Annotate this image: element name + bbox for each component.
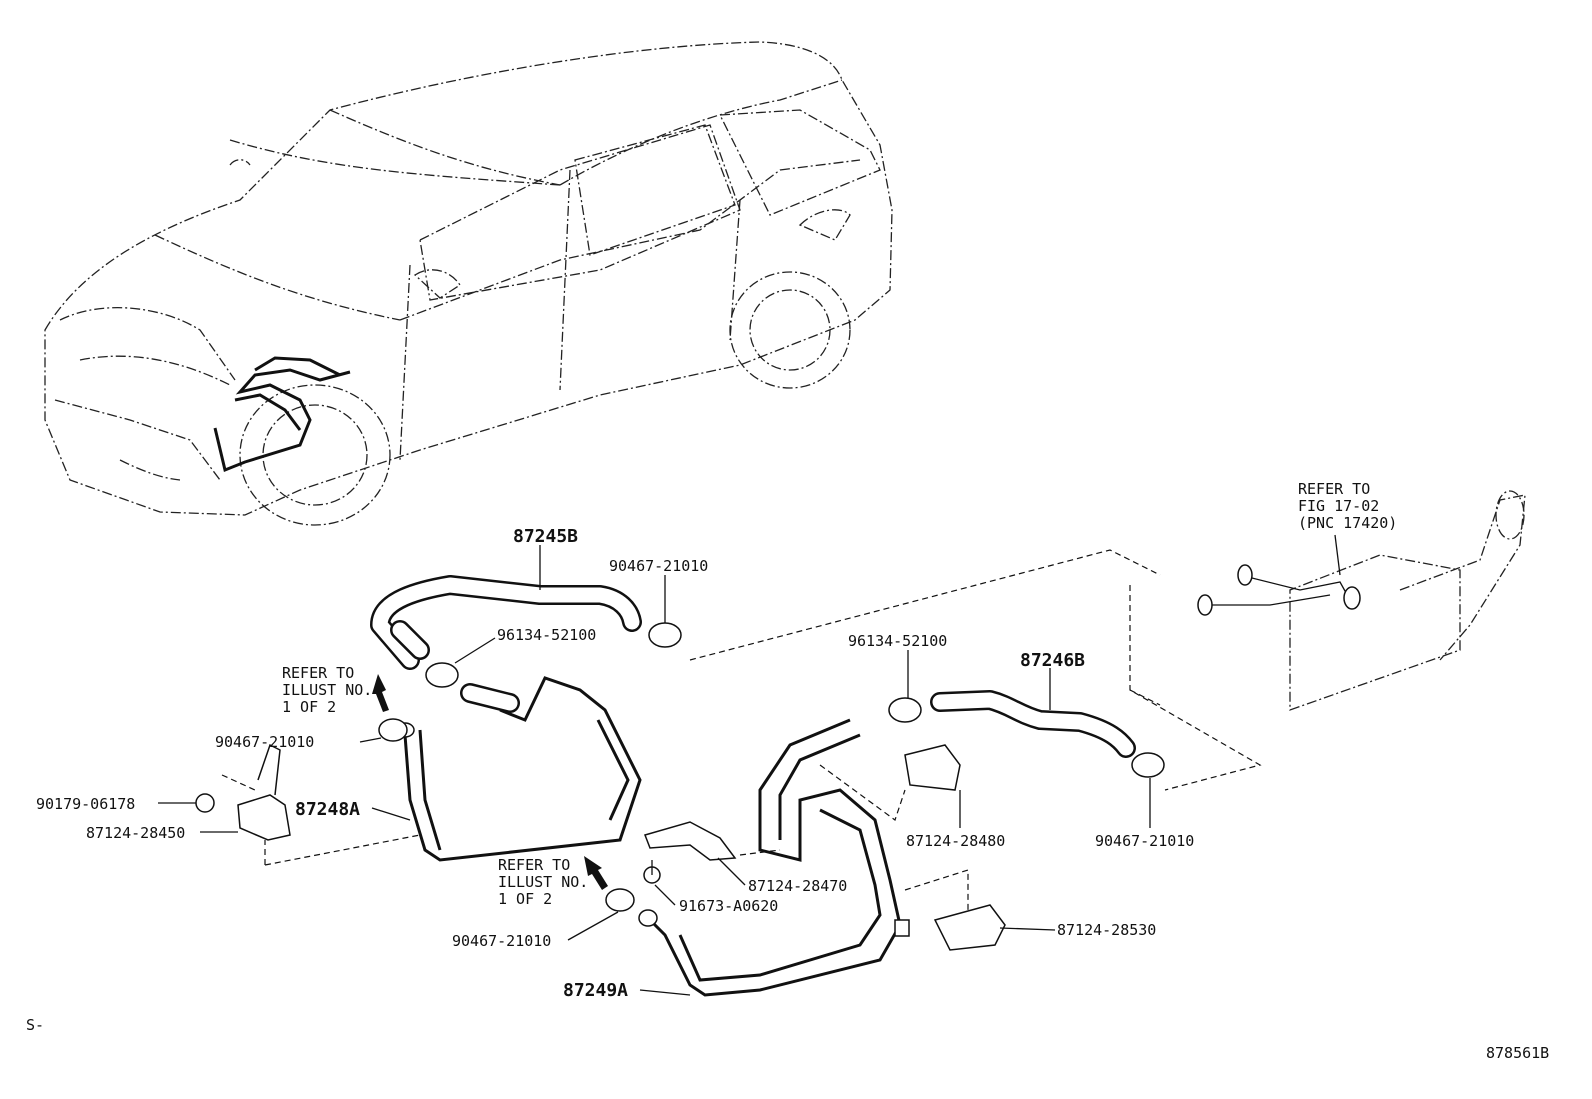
part-label-87246B: 87246B [1020,650,1085,671]
refer-note-bottom-line-1: REFER TO [498,856,570,874]
part-label-grommet: 90179-06178 [36,795,135,813]
clamp-icon-bottom [605,888,635,912]
hose-87245B-shape [370,575,642,670]
arrow-up-icon-left [372,674,389,712]
bracket-28450-arm-icon [257,743,281,796]
grommet-icon [195,793,215,813]
bracket-28470-icon [644,821,737,861]
part-label-clamp-28470: 87124-28470 [748,877,847,895]
refer-note-bottom-line-2: ILLUST NO. [498,873,588,891]
vehicle-outline [44,41,893,526]
refer-note-bottom: REFER TO ILLUST NO. 1 OF 2 [498,856,588,908]
part-label-87245B: 87245B [513,526,578,547]
part-label-87248A: 87248A [295,799,360,820]
part-label-bolt: 91673-A0620 [679,897,778,915]
refer-arrows [372,674,608,890]
heater-unit [1197,490,1526,711]
part-labels: 87245B 90467-21010 96134-52100 90467-210… [36,526,1194,1001]
bracket-28530-icon [933,904,1006,951]
clamp-parts [195,622,1165,951]
arrow-up-icon-bottom [584,856,608,890]
part-label-clamp-left: 90467-21010 [215,733,314,751]
part-label-clamp-bottom: 90467-21010 [452,932,551,950]
footer-left-code: S- [26,1016,44,1034]
part-label-clip-left: 96134-52100 [497,626,596,644]
reference-lines [221,549,1262,915]
clamp-icon-right [1131,752,1165,778]
bracket-28450-icon [237,794,291,841]
clip-icon-left [425,662,459,688]
part-label-clamp-28480: 87124-28480 [906,832,1005,850]
hose-87246B-shape [930,690,1136,758]
refer-note-left: REFER TO ILLUST NO. 1 OF 2 [282,664,372,716]
diagram-id: 878561B [1486,1044,1549,1062]
refer-note-fig-line-2: FIG 17-02 [1298,497,1379,515]
part-label-clamp-right: 90467-21010 [1095,832,1194,850]
leader-lines [158,534,1341,996]
refer-note-fig: REFER TO FIG 17-02 (PNC 17420) [1298,480,1397,532]
hose-87249A-shape [638,718,910,997]
part-label-87249A: 87249A [563,980,628,1001]
refer-note-fig-line-3: (PNC 17420) [1298,514,1397,532]
refer-note-left-line-1: REFER TO [282,664,354,682]
part-label-clamp-top: 90467-21010 [609,557,708,575]
hose-87248A-shape [395,676,642,862]
part-label-clip-right: 96134-52100 [848,632,947,650]
clamp-icon-top [648,622,682,648]
bracket-28480-icon [904,744,961,791]
part-label-clamp-28450: 87124-28450 [86,824,185,842]
refer-note-left-line-3: 1 OF 2 [282,698,336,716]
refer-note-bottom-line-3: 1 OF 2 [498,890,552,908]
refer-note-fig-line-1: REFER TO [1298,480,1370,498]
refer-note-left-line-2: ILLUST NO. [282,681,372,699]
clip-icon-right [888,697,922,723]
clamp-icon-left [378,718,408,742]
part-label-clamp-28530: 87124-28530 [1057,921,1156,939]
